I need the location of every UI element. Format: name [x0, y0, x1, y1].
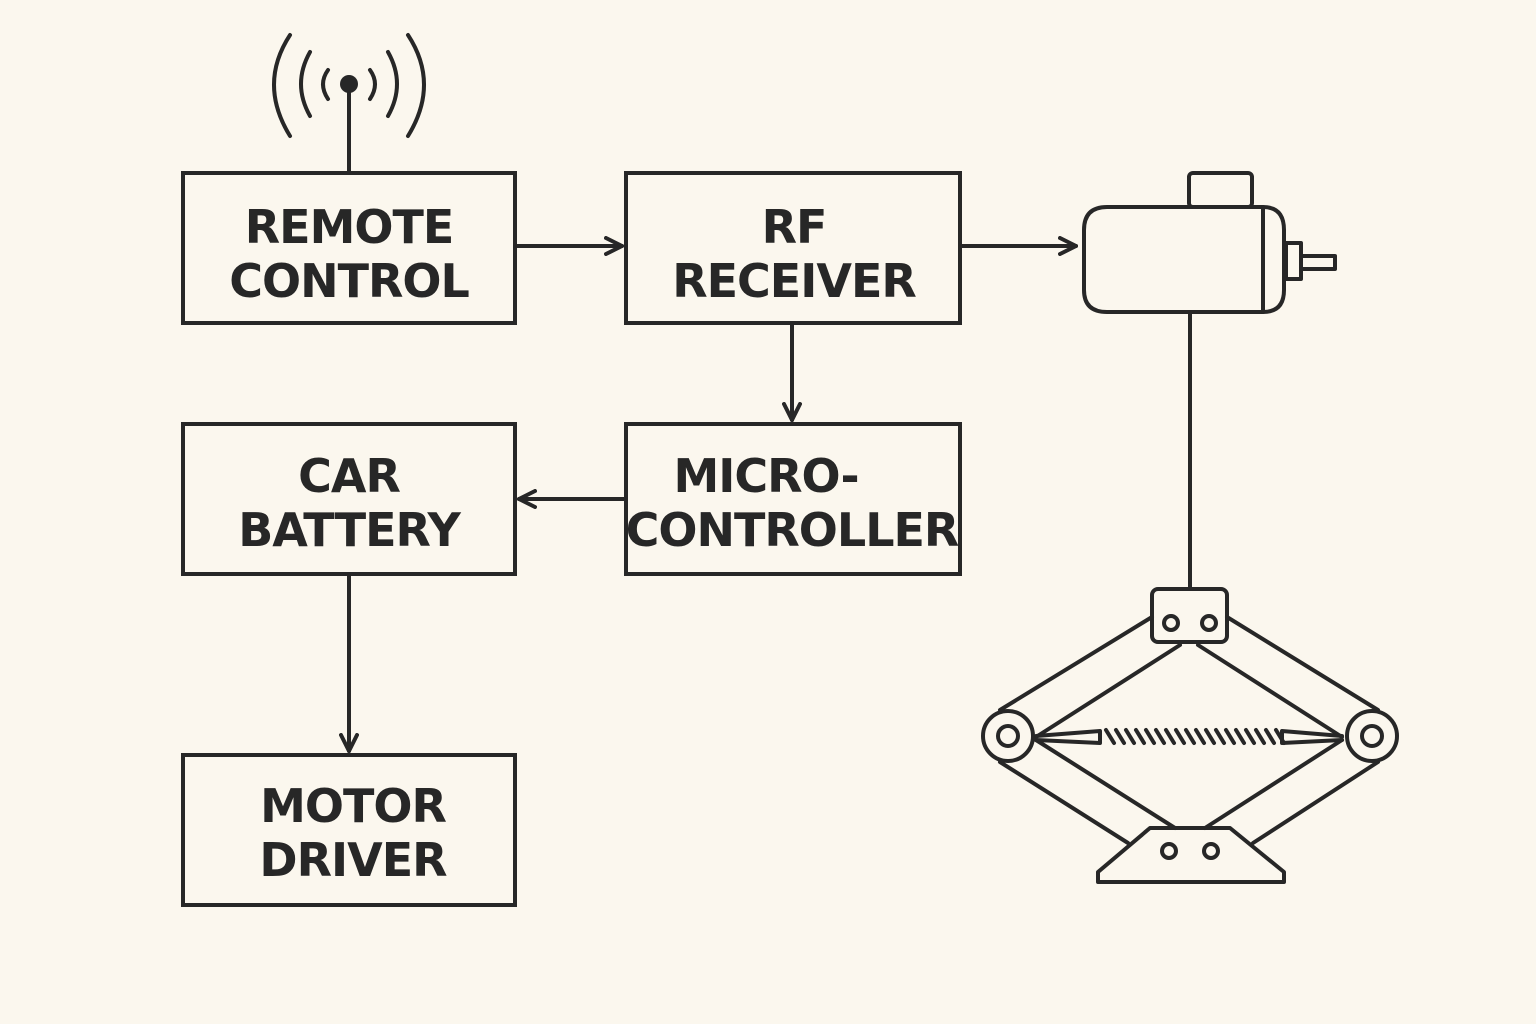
thread-mark [1234, 728, 1246, 745]
antenna-icon [272, 33, 426, 175]
block-label-line: MOTOR [260, 779, 446, 833]
block-label-line: RECEIVER [672, 254, 916, 308]
block-label-line: BATTERY [238, 503, 461, 557]
scissor-jack-icon [981, 587, 1399, 884]
thread-mark [1244, 728, 1256, 745]
block-motor-driver: MOTOR DRIVER [181, 753, 517, 907]
thread-mark [1124, 728, 1136, 745]
thread-mark [1194, 728, 1206, 745]
block-label-line: RF [762, 200, 827, 254]
thread-mark [1184, 728, 1196, 745]
thread-mark [1134, 728, 1146, 745]
block-label-line: REMOTE [245, 200, 454, 254]
block-remote-control: REMOTE CONTROL [181, 171, 517, 325]
thread-mark [1104, 728, 1116, 745]
block-label-line: CAR [298, 449, 400, 503]
thread-mark [1114, 728, 1126, 745]
block-car-battery: CAR BATTERY [181, 422, 517, 576]
block-rf-receiver: RF RECEIVER [624, 171, 962, 325]
thread-mark [1264, 728, 1276, 745]
block-label-line: DRIVER [259, 833, 447, 887]
thread-mark [1224, 728, 1236, 745]
thread-mark [1214, 728, 1226, 745]
block-label-line: MICRO- [673, 449, 858, 503]
thread-mark [1174, 728, 1186, 745]
thread-mark [1204, 728, 1216, 745]
block-label-line: CONTROL [229, 254, 469, 308]
screw-thread [1104, 728, 1286, 745]
thread-mark [1164, 728, 1176, 745]
thread-mark [1274, 728, 1286, 745]
dc-motor-icon [1082, 171, 1337, 314]
block-microcontroller: MICRO- CONTROLLER [624, 422, 962, 576]
block-label-line: CONTROLLER [626, 503, 959, 557]
thread-mark [1154, 728, 1166, 745]
thread-mark [1144, 728, 1156, 745]
thread-mark [1254, 728, 1266, 745]
